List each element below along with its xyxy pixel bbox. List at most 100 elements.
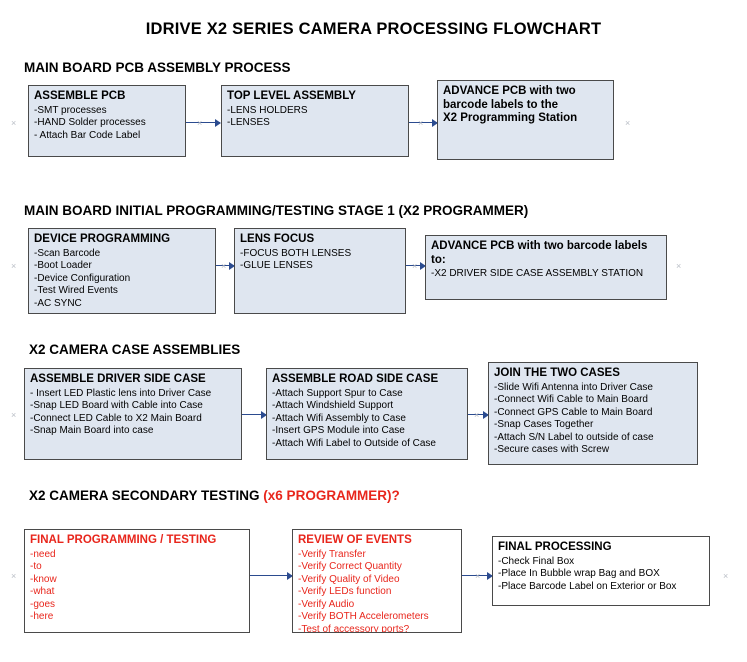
- list-item: -Slide Wifi Antenna into Driver Case: [494, 381, 653, 393]
- list-item: -Place In Bubble wrap Bag and BOX: [498, 568, 660, 580]
- box-title: JOIN THE TWO CASES: [494, 367, 620, 379]
- box-items: -Check Final Box -Place In Bubble wrap B…: [498, 556, 704, 594]
- list-item: -X2 DRIVER SIDE CASE ASSEMBLY STATION: [431, 268, 644, 279]
- list-item: -Verify BOTH Accelerometers: [298, 611, 429, 623]
- page-title: IDRIVE X2 SERIES CAMERA PROCESSING FLOWC…: [145, 20, 602, 38]
- list-item: -Snap Cases Together: [494, 419, 594, 431]
- list-item: -Attach S/N Label to outside of case: [494, 431, 654, 443]
- box-items: -LENS HOLDERS -LENSES: [227, 105, 403, 130]
- box-title: REVIEW OF EVENTS: [298, 534, 412, 546]
- box-title: DEVICE PROGRAMMING: [34, 233, 171, 245]
- grid-tick: ×: [676, 261, 682, 271]
- box-assemble-driver-side-case: ASSEMBLE DRIVER SIDE CASE - Insert LED P…: [24, 368, 242, 460]
- box-title: FINAL PROCESSING: [498, 541, 612, 553]
- list-item: -Snap Main Board into case: [30, 425, 154, 437]
- box-final-processing: FINAL PROCESSING -Check Final Box -Place…: [492, 536, 710, 606]
- box-items: -Attach Support Spur to Case -Attach Win…: [272, 388, 462, 451]
- section-heading-accent: (x6 PROGRAMMER)?: [263, 488, 400, 503]
- box-title: ASSEMBLE ROAD SIDE CASE: [272, 373, 439, 385]
- list-item: -Attach Wifi Label to Outside of Case: [272, 437, 436, 449]
- grid-tick: ×: [723, 571, 729, 581]
- box-final-programming-testing: FINAL PROGRAMMING / TESTING -need -to -k…: [24, 529, 250, 633]
- arrow-driver-case-to-road-case: [242, 411, 267, 419]
- grid-tick: ×: [474, 410, 480, 420]
- list-item: -Device Configuration: [34, 272, 131, 284]
- list-item: -Connect GPS Cable to Main Board: [494, 406, 653, 418]
- box-items: -SMT processes -HAND Solder processes - …: [34, 105, 180, 143]
- list-item: - Insert LED Plastic lens into Driver Ca…: [30, 387, 212, 399]
- list-item: - Attach Bar Code Label: [34, 129, 141, 141]
- list-item: -Attach Windshield Support: [272, 400, 394, 412]
- box-items: -Verify Transfer -Verify Correct Quantit…: [298, 548, 456, 633]
- box-assemble-road-side-case: ASSEMBLE ROAD SIDE CASE -Attach Support …: [266, 368, 468, 460]
- list-item: -Secure cases with Screw: [494, 444, 610, 456]
- box-title: LENS FOCUS: [240, 233, 315, 245]
- box-join-the-two-cases: JOIN THE TWO CASES -Slide Wifi Antenna i…: [488, 362, 698, 465]
- grid-tick: ×: [11, 261, 17, 271]
- arrow-review-to-final-processing: [462, 572, 493, 580]
- box-items: - Insert LED Plastic lens into Driver Ca…: [30, 388, 236, 438]
- box-device-programming: DEVICE PROGRAMMING -Scan Barcode -Boot L…: [28, 228, 216, 314]
- list-item: -Verify Transfer: [298, 548, 366, 560]
- box-title: ADVANCE PCB with two barcode labels to t…: [443, 85, 578, 124]
- list-item: -AC SYNC: [34, 297, 82, 309]
- grid-tick: ×: [412, 261, 418, 271]
- box-assemble-pcb: ASSEMBLE PCB -SMT processes -HAND Solder…: [28, 85, 186, 157]
- list-item: -Place Barcode Label on Exterior or Box: [498, 580, 677, 592]
- box-items: -X2 DRIVER SIDE CASE ASSEMBLY STATION: [431, 268, 661, 281]
- box-advance-pcb-driver-side: ADVANCE PCB with two barcode labels to: …: [425, 235, 667, 300]
- list-item: -LENSES: [227, 117, 270, 129]
- grid-tick: ×: [418, 118, 424, 128]
- grid-tick: ×: [11, 410, 17, 420]
- grid-tick: ×: [197, 118, 203, 128]
- box-lens-focus: LENS FOCUS -FOCUS BOTH LENSES -GLUE LENS…: [234, 228, 406, 314]
- list-item: -HAND Solder processes: [34, 117, 146, 129]
- box-items: -Slide Wifi Antenna into Driver Case -Co…: [494, 382, 692, 458]
- list-item: -what: [30, 586, 55, 598]
- list-item: -Verify LEDs function: [298, 586, 392, 598]
- list-item: -Test Wired Events: [34, 285, 118, 297]
- box-advance-pcb-programming-station: ADVANCE PCB with two barcode labels to t…: [437, 80, 614, 160]
- list-item: -Connect LED Cable to X2 Main Board: [30, 412, 202, 424]
- section-heading-secondary-testing: X2 CAMERA SECONDARY TESTING (x6 PROGRAMM…: [29, 488, 400, 503]
- list-item: -Scan Barcode: [34, 247, 101, 259]
- list-item: -SMT processes: [34, 104, 107, 116]
- arrow-lens-focus-to-advance: [406, 262, 426, 270]
- list-item: -Verify Quality of Video: [298, 573, 400, 585]
- list-item: -LENS HOLDERS: [227, 104, 308, 116]
- arrow-road-case-to-join: [468, 411, 489, 419]
- arrow-device-to-lens-focus: [216, 262, 235, 270]
- arrow-final-programming-to-review: [250, 572, 293, 580]
- list-item: -GLUE LENSES: [240, 260, 313, 272]
- arrow-top-level-to-advance: [409, 119, 438, 127]
- list-item: -Check Final Box: [498, 555, 575, 567]
- box-title: ASSEMBLE DRIVER SIDE CASE: [30, 373, 206, 385]
- box-items: -need -to -know -what -goes -here: [30, 549, 244, 625]
- section-heading-initial-programming: MAIN BOARD INITIAL PROGRAMMING/TESTING S…: [24, 203, 529, 218]
- list-item: -Boot Loader: [34, 260, 92, 272]
- list-item: -need: [30, 548, 56, 560]
- list-item: -Insert GPS Module into Case: [272, 425, 405, 437]
- list-item: -here: [30, 611, 54, 623]
- arrow-pcb-to-top-level: [186, 119, 221, 127]
- list-item: -Attach Support Spur to Case: [272, 387, 403, 399]
- box-title: ASSEMBLE PCB: [34, 90, 126, 102]
- section-heading-case-assemblies: X2 CAMERA CASE ASSEMBLIES: [29, 342, 241, 357]
- box-title: ADVANCE PCB with two barcode labels to:: [431, 240, 648, 266]
- box-review-of-events: REVIEW OF EVENTS -Verify Transfer -Verif…: [292, 529, 462, 633]
- list-item: -Attach Wifi Assembly to Case: [272, 412, 406, 424]
- list-item: -FOCUS BOTH LENSES: [240, 247, 352, 259]
- box-title: FINAL PROGRAMMING / TESTING: [30, 534, 217, 546]
- list-item: -Verify Audio: [298, 598, 355, 610]
- section-heading-pcb-assembly: MAIN BOARD PCB ASSEMBLY PROCESS: [24, 60, 291, 75]
- grid-tick: ×: [475, 571, 481, 581]
- box-top-level-assembly: TOP LEVEL ASSEMBLY -LENS HOLDERS -LENSES: [221, 85, 409, 157]
- list-item: -Connect Wifi Cable to Main Board: [494, 394, 648, 406]
- grid-tick: ×: [11, 571, 17, 581]
- grid-tick: ×: [221, 261, 227, 271]
- box-items: -FOCUS BOTH LENSES -GLUE LENSES: [240, 248, 400, 273]
- list-item: -Snap LED Board with Cable into Case: [30, 400, 203, 412]
- list-item: -Verify Correct Quantity: [298, 561, 402, 573]
- grid-tick: ×: [11, 118, 17, 128]
